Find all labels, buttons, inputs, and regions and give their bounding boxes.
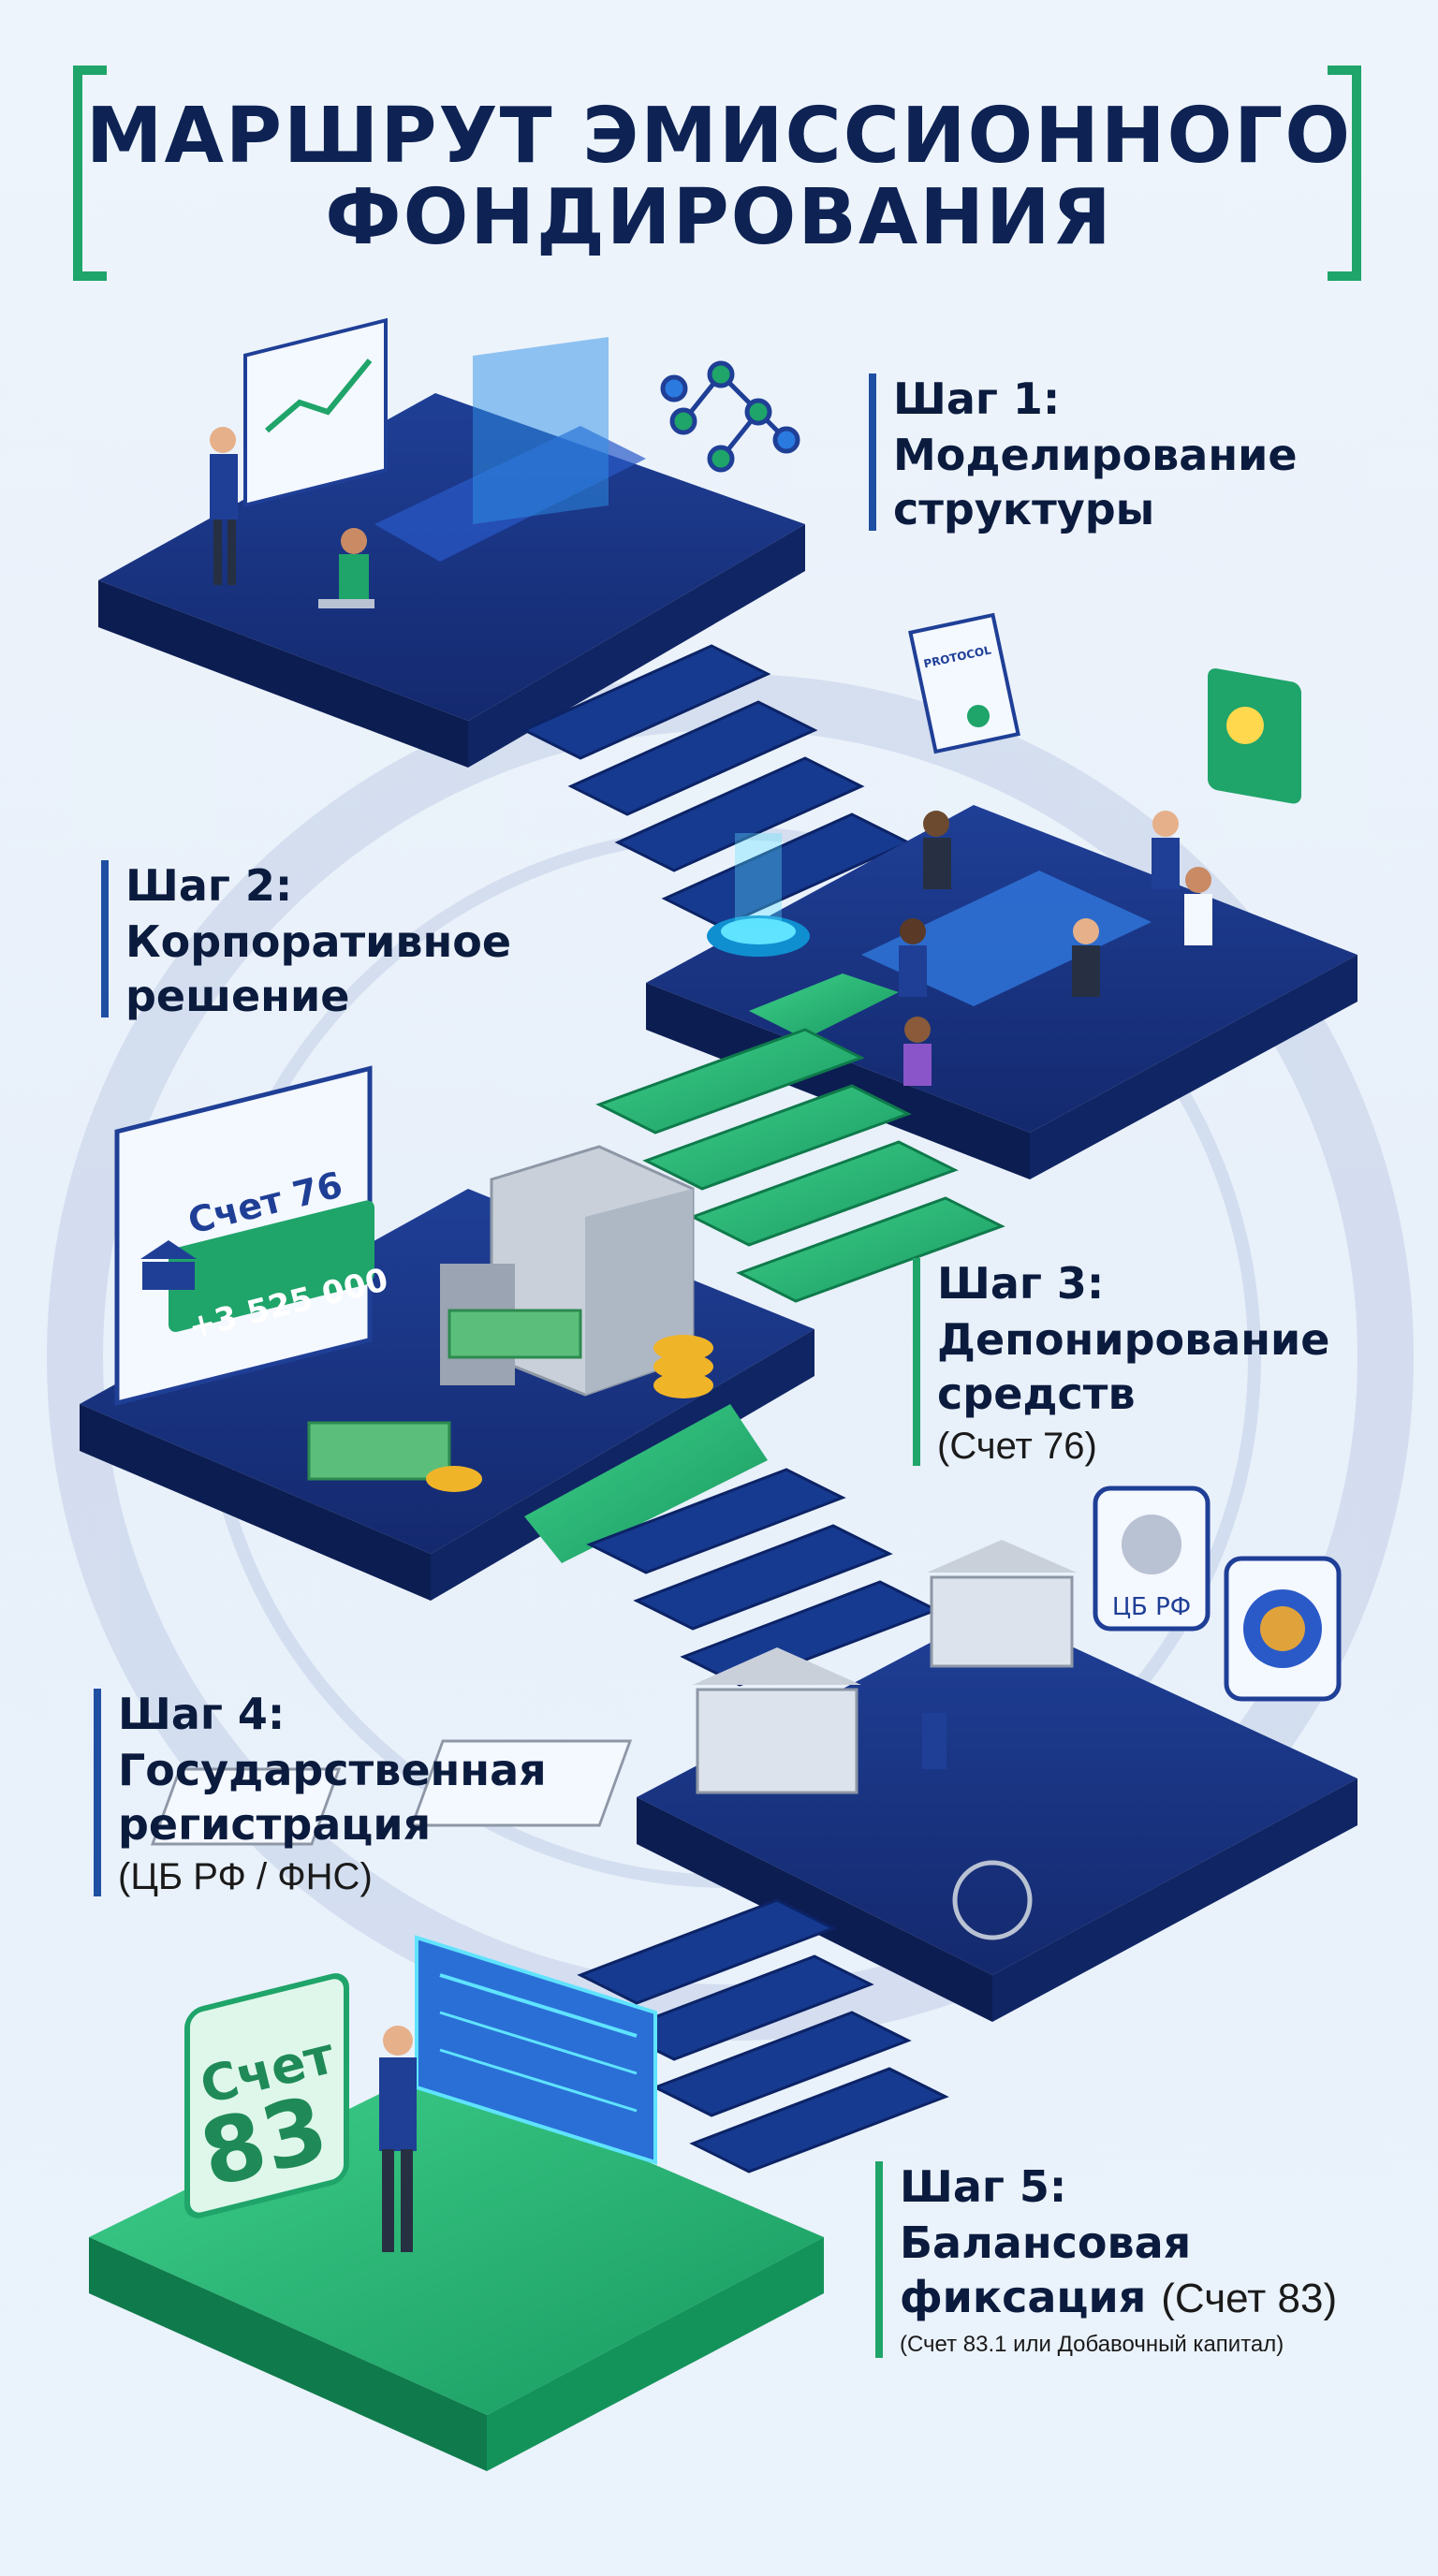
- step-3-heading: Шаг 3:: [937, 1258, 1105, 1309]
- government-building-icon: [693, 1540, 1077, 1794]
- step-4-heading: Шаг 4:: [118, 1689, 286, 1739]
- accountant-figure: [379, 2026, 417, 2252]
- analyst-figure: [318, 528, 374, 608]
- stairs-4-5: [577, 1898, 949, 2174]
- stairs-2-3: [595, 1028, 1005, 1303]
- step-3-accent-bar: [913, 1258, 920, 1466]
- step-5-heading: Шаг 5:: [900, 2161, 1067, 2212]
- step-3-name-line-2: средств: [937, 1368, 1136, 1419]
- fns-badge: [1224, 1556, 1342, 1702]
- stamp-and-documents: [150, 1713, 1033, 1940]
- bank-icon: [140, 1240, 197, 1290]
- account-83-card: Счет 83: [184, 1973, 349, 2218]
- step-5-name-line-1: Балансовая: [900, 2217, 1192, 2268]
- svg-text:ЦБ РФ: ЦБ РФ: [1112, 1593, 1191, 1621]
- title-line-1: МАРШРУТ ЭМИССИОННОГО: [85, 92, 1353, 181]
- document-icon: PROTOCOL: [908, 612, 1020, 754]
- step-2-heading: Шаг 2:: [125, 860, 293, 911]
- step-4-name-line-1: Государственная: [118, 1745, 547, 1795]
- step-2-name-line-1: Корпоративное: [125, 916, 512, 967]
- step-3-name-line-1: Депонирование: [937, 1314, 1330, 1365]
- step-1-name-line-1: Моделирование: [893, 430, 1298, 480]
- step-2-name-line-2: решение: [125, 971, 350, 1021]
- step-4-note: (ЦБ РФ / ФНС): [118, 1856, 373, 1897]
- step-5-small-note: (Счет 83.1 или Добавочный капитал): [900, 2332, 1284, 2357]
- presenter-figure: [210, 427, 238, 585]
- step-1-name-line-2: структуры: [893, 484, 1155, 534]
- step-4-name-line-2: регистрация: [118, 1799, 432, 1850]
- stairs-3-4: [586, 1468, 940, 1687]
- network-molecule-icon: [660, 360, 800, 473]
- step-2-accent-bar: [101, 860, 109, 1017]
- cb-rf-badge: ЦБ РФ: [1093, 1486, 1211, 1632]
- step-5-inline-note: (Счет 83): [1161, 2276, 1338, 2321]
- holographic-ledger-screen: [415, 1935, 657, 2165]
- step-5-accent-bar: [875, 2161, 883, 2358]
- title-line-2: ФОНДИРОВАНИЯ: [325, 173, 1113, 262]
- hologram-pedestal: [707, 833, 810, 957]
- title-bracket-left: [73, 66, 107, 281]
- account-76-card: Счет 76 +3 525 000: [114, 1065, 391, 1406]
- step-5-name-line-2: фиксация: [900, 2272, 1147, 2322]
- platform-step-4: [637, 1610, 1357, 2022]
- meeting-people: [899, 811, 1212, 1086]
- step-1-heading: Шаг 1:: [893, 373, 1061, 424]
- step-5-name-line-2-wrap: фиксация (Счет 83): [900, 2270, 1438, 2326]
- step-3-note: (Счет 76): [937, 1426, 1097, 1467]
- cash-and-coins: [307, 1309, 713, 1492]
- step-4-accent-bar: [94, 1689, 101, 1896]
- lightbulb-icon: [1208, 668, 1301, 804]
- platform-step-1: [98, 337, 805, 768]
- title-bracket-right: [1328, 66, 1361, 281]
- step-1-accent-bar: [869, 373, 876, 531]
- growth-chart-board: [243, 317, 388, 508]
